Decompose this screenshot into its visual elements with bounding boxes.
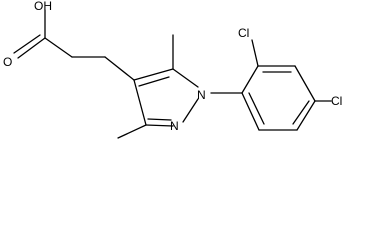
bond-ar-cl-ortho <box>251 39 259 67</box>
bond-carboxyl-co-inner <box>13 34 41 54</box>
bond-ar-c6-c1 <box>241 92 260 131</box>
hydroxyl-label: OH <box>34 0 52 13</box>
nitrogen-2-label: N <box>170 119 179 133</box>
bond-n2-c3-outer <box>145 124 174 127</box>
structure-diagram: OH O N N Cl Cl <box>3 0 342 139</box>
chlorine-para-label: Cl <box>331 94 342 108</box>
bond-n1-n2 <box>182 98 199 123</box>
chlorine-ortho-label: Cl <box>238 26 249 40</box>
bond-carboxyl-ch2 <box>44 37 73 58</box>
bond-ch2-ring <box>104 56 135 81</box>
bond-ar-c6-c1-inner <box>248 92 265 125</box>
nitrogen-1-label: N <box>197 88 206 102</box>
bond-ar-c3-c4 <box>294 65 316 102</box>
bond-c3-methyl <box>117 124 147 139</box>
bond-ar-c4-c5 <box>296 100 316 131</box>
carbonyl-oxygen-label: O <box>3 55 12 69</box>
bond-ar-c1-c2 <box>241 65 259 94</box>
bond-carboxyl-co-outer <box>17 37 46 59</box>
bond-ar-c4-c5-inner <box>292 100 310 125</box>
bond-c3-c4 <box>133 79 147 126</box>
bond-c4-c5-inner <box>138 76 170 87</box>
bond-c5-n1 <box>172 68 199 88</box>
bond-n2-c3-inner <box>147 118 172 121</box>
bond-c4-c5 <box>133 68 174 81</box>
